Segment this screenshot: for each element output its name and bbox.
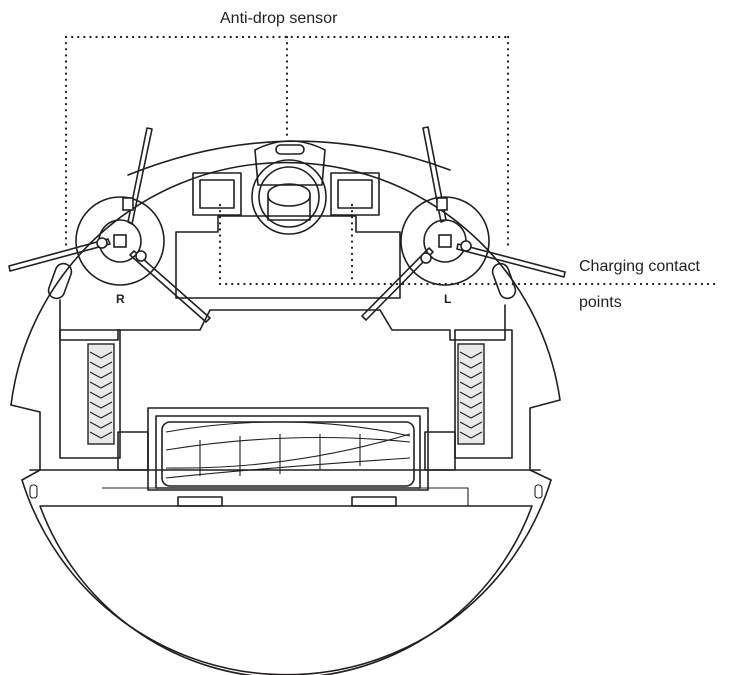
side-brush-right: R <box>8 127 211 323</box>
drive-wheel-right <box>424 329 513 471</box>
main-roller-brush <box>147 407 429 491</box>
brush-mark-left: L <box>444 292 451 306</box>
front-inner-arc <box>127 140 451 176</box>
charging-contact-label-line1: Charging contact <box>579 258 700 275</box>
brush-mark-right: R <box>116 292 125 306</box>
anti-drop-callout-lines <box>64 35 510 252</box>
charging-callout-lines <box>218 203 722 286</box>
drive-wheel-left <box>59 329 149 471</box>
charging-contact-label-line2: points <box>579 294 622 311</box>
charging-contact-plate <box>175 215 401 299</box>
side-brush-left: L <box>361 126 566 321</box>
anti-drop-sensor-label: Anti-drop sensor <box>220 10 338 27</box>
brush-clips <box>47 262 517 300</box>
body-inner-outline <box>59 299 506 341</box>
anti-drop-sensor-right <box>330 172 380 216</box>
front-sensor-housing <box>251 140 327 235</box>
anti-drop-sensor-left <box>192 172 242 216</box>
